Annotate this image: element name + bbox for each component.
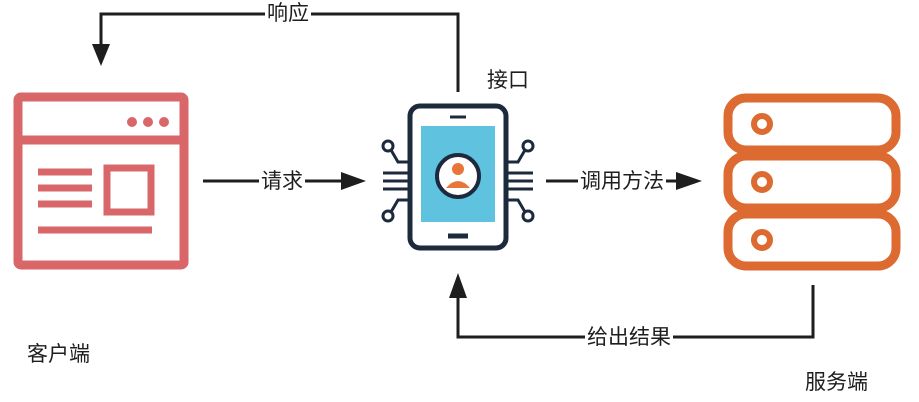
interface-label: 接口 xyxy=(487,68,529,92)
response-arrow xyxy=(92,12,460,92)
client-label: 客户端 xyxy=(27,342,90,366)
server-label: 服务端 xyxy=(805,370,868,394)
return-result-label: 给出结果 xyxy=(585,325,673,349)
response-label: 响应 xyxy=(265,1,311,25)
smartphone-chip-icon xyxy=(381,103,535,251)
call-method-label: 调用方法 xyxy=(578,169,666,193)
server-stack-icon xyxy=(723,93,901,271)
request-label: 请求 xyxy=(259,169,305,193)
browser-window-icon xyxy=(13,92,189,270)
